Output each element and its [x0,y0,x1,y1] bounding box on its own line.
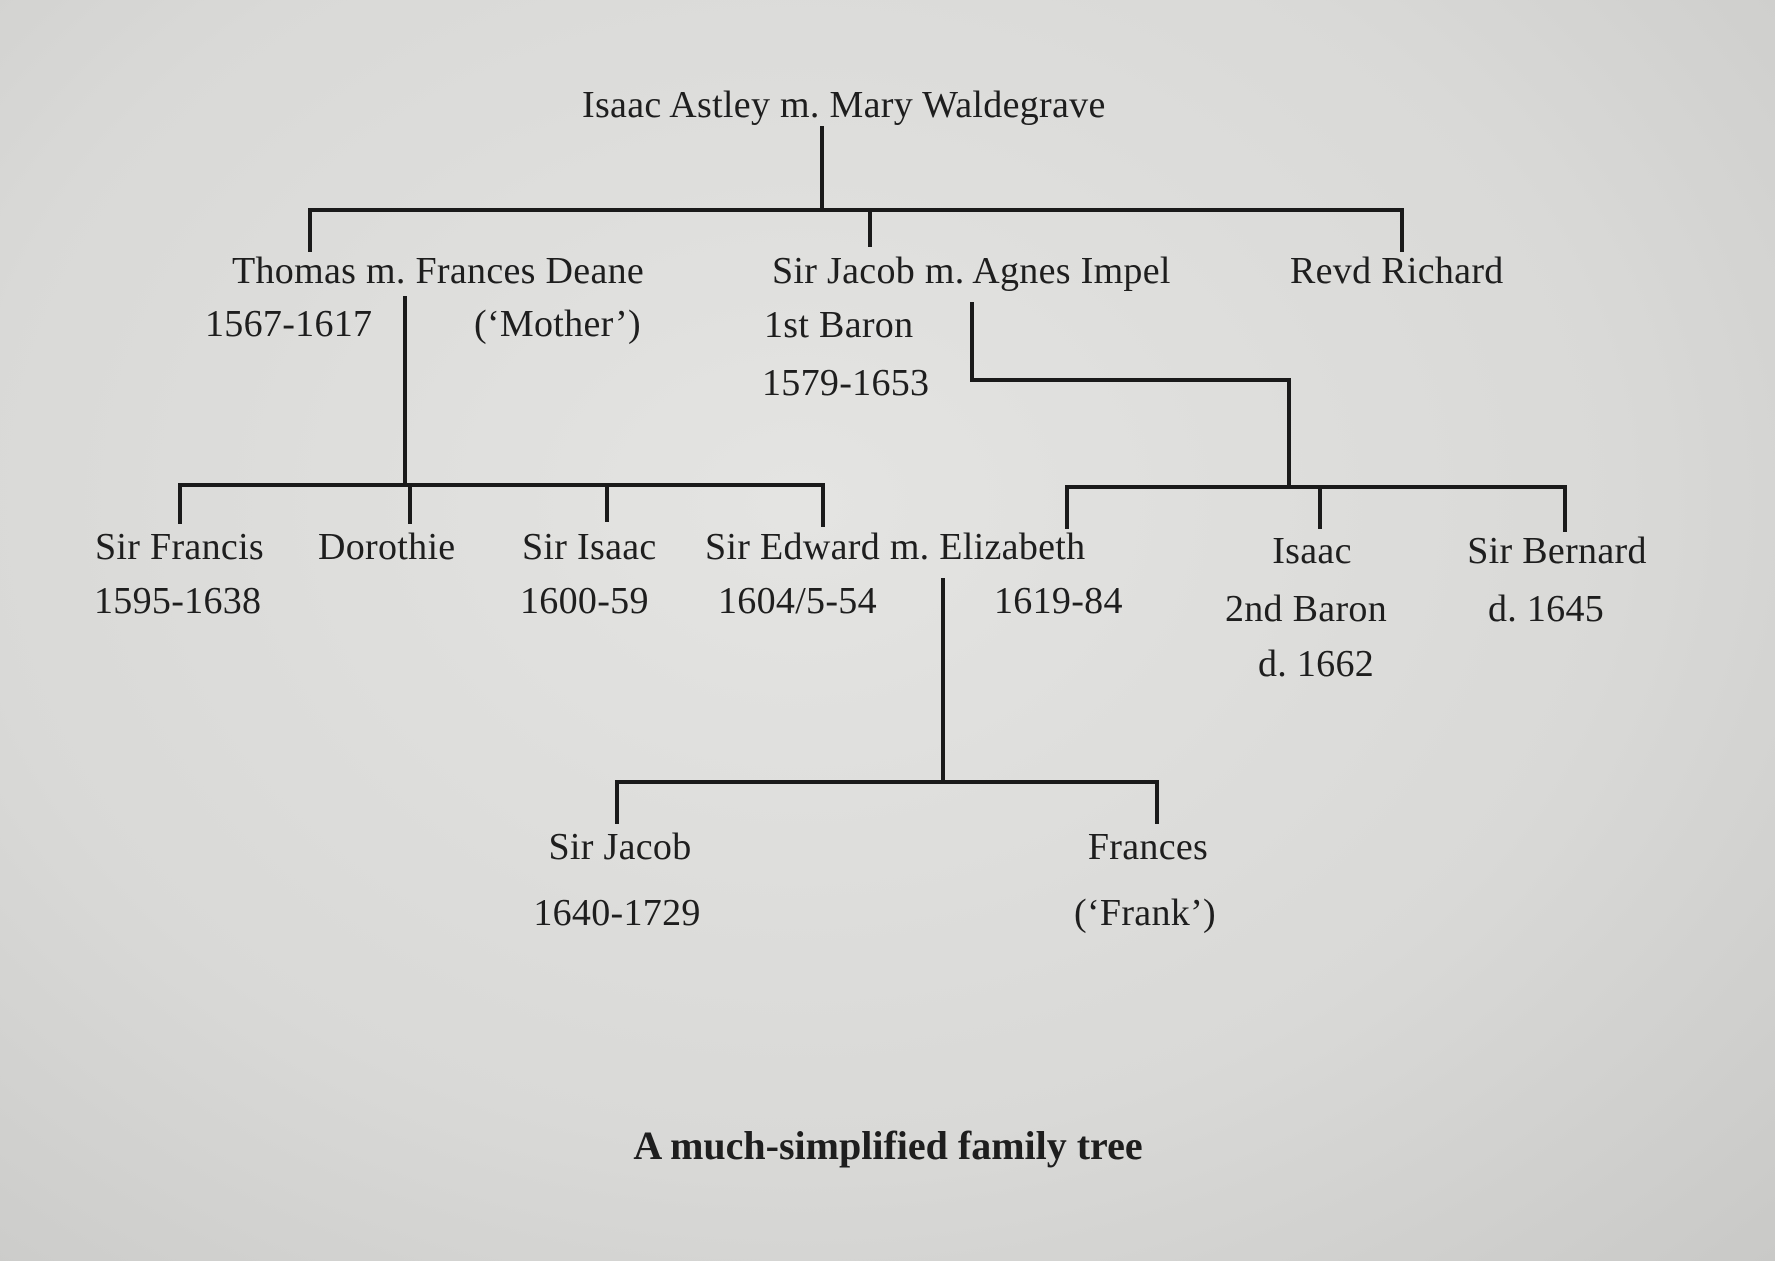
jacob-title: 1st Baron [764,304,914,346]
edward-dates: 1604/5-54 [718,580,877,622]
bernard-dates: d. 1645 [1487,588,1605,630]
isaac-name: Sir Isaac [522,526,657,568]
isaac-2nd-baron-dates: d. 1662 [1257,643,1375,685]
isaac-2nd-baron-title: 2nd Baron [1224,588,1388,630]
richard-label: Revd Richard [1290,250,1504,292]
frances-deane-note: (‘Mother’) [474,303,641,345]
bernard-name: Sir Bernard [1467,530,1647,572]
isaac-2nd-baron-name: Isaac [1272,530,1352,572]
dorothie-name: Dorothie [318,526,456,568]
francis-dates: 1595-1638 [94,580,262,622]
figure-caption: A much-simplified family tree [633,1123,1143,1168]
thomas-couple-label: Thomas m. Frances Deane [232,250,645,292]
elizabeth-dates: 1619-84 [994,580,1123,622]
isaac-dates: 1600-59 [520,580,649,622]
edward-couple-label: Sir Edward m. Elizabeth [705,526,1086,568]
root-couple-label: Isaac Astley m. Mary Waldegrave [582,84,1106,126]
francis-name: Sir Francis [95,526,265,568]
frances-name: Frances [1087,826,1209,868]
sir-jacob-name: Sir Jacob [548,826,692,868]
jacob-couple-label: Sir Jacob m. Agnes Impel [772,250,1171,292]
thomas-dates: 1567-1617 [205,303,373,345]
sir-jacob-dates: 1640-1729 [533,892,701,934]
jacob-dates: 1579-1653 [762,362,930,404]
frances-note: (‘Frank’) [1074,892,1216,934]
